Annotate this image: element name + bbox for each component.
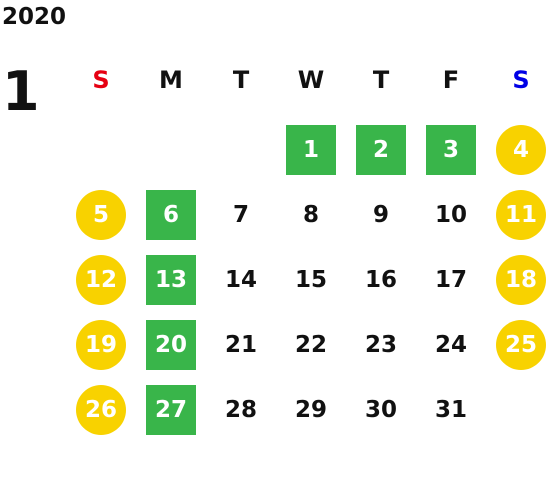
day-30[interactable]: 30: [364, 397, 397, 423]
day-5[interactable]: 5: [76, 190, 126, 240]
day-15[interactable]: 15: [294, 267, 327, 293]
day-23[interactable]: 23: [364, 332, 397, 358]
day-7[interactable]: 7: [232, 202, 249, 228]
weekday-thu: T: [372, 66, 390, 94]
day-8[interactable]: 8: [302, 202, 319, 228]
weekday-mon: M: [159, 66, 183, 94]
day-13[interactable]: 13: [146, 255, 196, 305]
day-2[interactable]: 2: [356, 125, 406, 175]
day-16[interactable]: 16: [364, 267, 397, 293]
day-6[interactable]: 6: [146, 190, 196, 240]
weekday-tue: T: [232, 66, 250, 94]
day-3[interactable]: 3: [426, 125, 476, 175]
day-28[interactable]: 28: [224, 397, 257, 423]
day-25[interactable]: 25: [496, 320, 546, 370]
day-29[interactable]: 29: [294, 397, 327, 423]
day-19[interactable]: 19: [76, 320, 126, 370]
month-number: 1: [2, 60, 40, 123]
day-20[interactable]: 20: [146, 320, 196, 370]
day-14[interactable]: 14: [224, 267, 257, 293]
day-18[interactable]: 18: [496, 255, 546, 305]
day-21[interactable]: 21: [224, 332, 257, 358]
weekday-fri: F: [442, 66, 460, 94]
day-10[interactable]: 10: [434, 202, 467, 228]
day-1[interactable]: 1: [286, 125, 336, 175]
weekday-wed: W: [297, 66, 325, 94]
day-4[interactable]: 4: [496, 125, 546, 175]
weekday-sun: S: [92, 66, 110, 94]
day-31[interactable]: 31: [434, 397, 467, 423]
weekday-sat: S: [512, 66, 530, 94]
day-11[interactable]: 11: [496, 190, 546, 240]
day-12[interactable]: 12: [76, 255, 126, 305]
day-22[interactable]: 22: [294, 332, 327, 358]
day-27[interactable]: 27: [146, 385, 196, 435]
day-24[interactable]: 24: [434, 332, 467, 358]
year-label: 2020: [2, 4, 67, 30]
day-26[interactable]: 26: [76, 385, 126, 435]
day-9[interactable]: 9: [372, 202, 389, 228]
day-17[interactable]: 17: [434, 267, 467, 293]
